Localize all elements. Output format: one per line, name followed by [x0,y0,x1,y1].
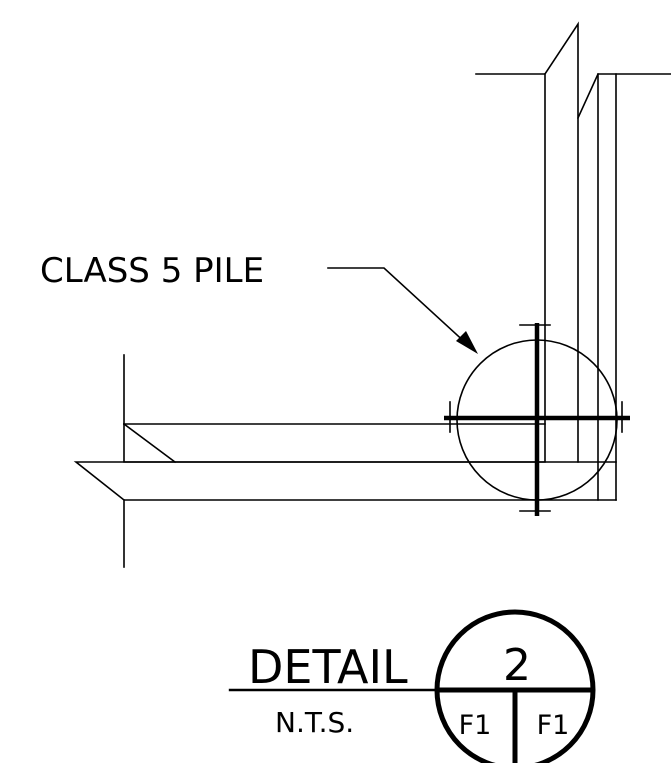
horizontal-wall [73,354,617,568]
detail-title: DETAIL [248,640,408,694]
detail-number: 2 [503,640,531,691]
sheet-reference-right: F1 [537,710,570,741]
detail-scale: N.T.S. [275,706,354,739]
pile-circle [444,323,630,516]
sheet-reference-left: F1 [459,710,492,741]
callout-leader [327,267,478,354]
detail-bubble [228,609,596,763]
leader-arrowhead [456,331,478,354]
vertical-wall [123,21,671,501]
callout-label: CLASS 5 PILE [40,251,264,291]
